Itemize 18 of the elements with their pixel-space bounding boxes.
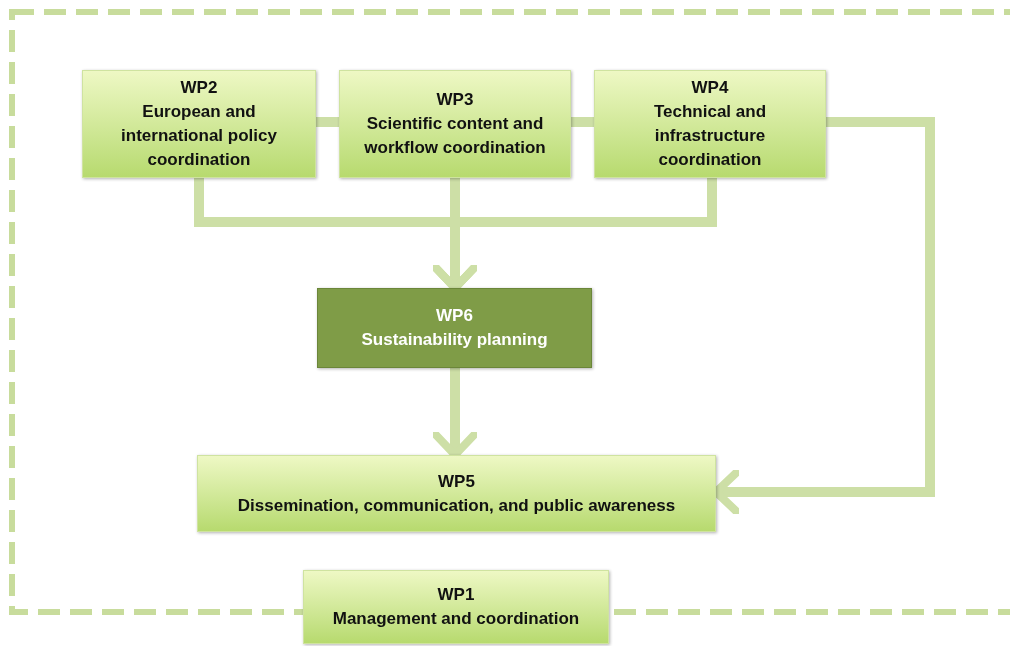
work-package-box [339, 70, 571, 178]
package-number: WP1 [437, 584, 475, 606]
work-package-box [317, 288, 592, 368]
work-package-box [303, 570, 609, 644]
package-title: Sustainability planning [361, 329, 548, 351]
package-title: Management and coordination [332, 608, 580, 630]
package-title: Scientific content and workflow coordination [363, 113, 547, 159]
package-number: WP6 [436, 305, 473, 327]
work-package-box [82, 70, 316, 178]
package-title: Technical and infrastructure coordination [652, 101, 768, 171]
package-number: WP4 [691, 77, 729, 99]
work-package-box [197, 455, 716, 532]
package-title: Dissemination, communication, and public awareness [237, 494, 676, 517]
package-title: European and international policy coordination [120, 101, 278, 171]
package-number: WP5 [438, 470, 475, 493]
work-package-box [594, 70, 826, 178]
package-number: WP3 [436, 89, 474, 111]
package-number: WP2 [180, 77, 218, 99]
